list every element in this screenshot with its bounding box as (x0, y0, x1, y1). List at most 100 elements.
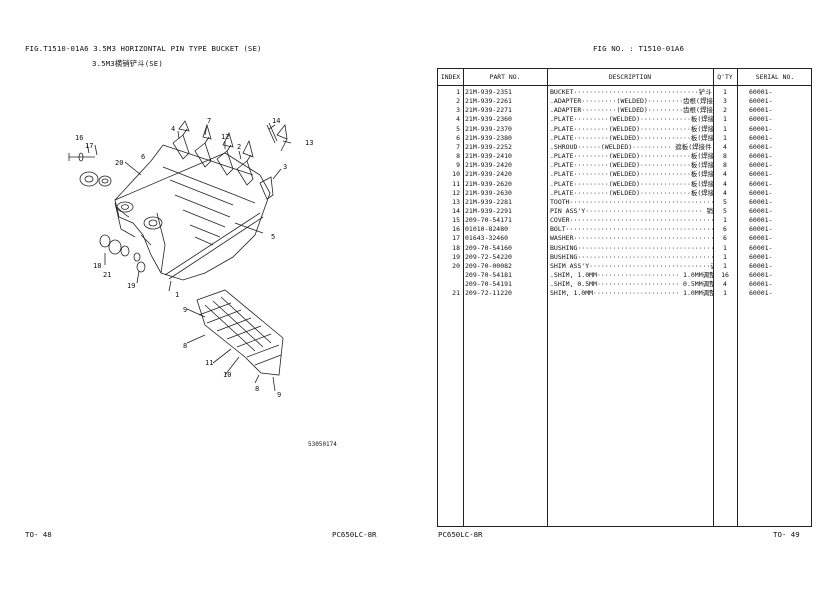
row-qty: 5 (723, 206, 727, 215)
table-row: 1 21M-939-2351 BUCKET·····················… (438, 88, 811, 97)
row-index: 17 (452, 234, 460, 243)
row-part-no: 01643-32460 (465, 234, 509, 243)
row-index: 18 (452, 243, 460, 252)
callout-16: 16 (75, 134, 83, 142)
row-serial: 60001- (749, 216, 773, 225)
row-description: .PLATE·········(WELDED)·············板(焊接… (550, 188, 713, 197)
row-serial: 60001- (749, 206, 773, 215)
callout-12: 12 (221, 133, 229, 141)
row-part-no: 21M-939-2420 (465, 161, 512, 170)
callout-8a: 8 (183, 342, 187, 350)
wear-plate-assembly (196, 289, 284, 376)
callout-6: 6 (141, 153, 145, 161)
row-index: 21 (452, 289, 460, 298)
row-part-no: 21M-939-2370 (465, 124, 512, 133)
row-description: .PLATE·········(WELDED)·············板(焊接… (550, 161, 713, 170)
header-serial: SERIAL NO. (755, 73, 795, 81)
row-description: BUSHING·································… (550, 243, 713, 252)
row-description: .PLATE·········(WELDED)·············板(焊接… (550, 152, 713, 161)
row-part-no: 21M-939-2291 (465, 206, 512, 215)
callout-13: 13 (305, 139, 313, 147)
row-description: TOOTH···································… (550, 197, 713, 206)
row-qty: 4 (723, 170, 727, 179)
callout-10: 10 (223, 371, 231, 379)
row-qty: 1 (723, 133, 727, 142)
row-part-no: 209-70-00082 (465, 261, 512, 270)
row-qty: 2 (723, 106, 727, 115)
row-serial: 60001- (749, 271, 773, 279)
row-index: 12 (452, 188, 460, 197)
row-description: .ADAPTER·········(WELDED)·········齿根(焊接件… (550, 97, 713, 106)
row-index: 6 (456, 133, 460, 142)
header-index: INDEX (440, 73, 461, 81)
row-index: 19 (452, 252, 460, 261)
row-description: .PLATE·········(WELDED)·············板(焊接… (550, 170, 713, 179)
row-part-no: 21M-939-2252 (465, 142, 512, 151)
row-serial: 60001- (749, 252, 773, 261)
row-description: .PLATE·········(WELDED)·············板(焊接… (550, 115, 713, 124)
row-index: 7 (456, 142, 460, 151)
row-part-no: 21M-939-2351 (465, 88, 512, 96)
row-qty: 1 (723, 243, 727, 252)
table-row: 9 21M-939-2420 .PLATE·········(WELDED)····… (438, 161, 811, 170)
callout-21: 21 (103, 271, 111, 279)
row-serial: 60001- (749, 124, 773, 133)
callout-17: 17 (85, 142, 93, 150)
row-description: COVER···································… (550, 216, 713, 225)
row-part-no: 01010-82480 (465, 225, 509, 234)
row-description: BOLT····································… (550, 225, 713, 234)
row-qty: 1 (723, 124, 727, 133)
row-qty: 6 (723, 234, 727, 243)
bucket-body (114, 152, 271, 281)
callout-9: 9 (183, 306, 187, 314)
table-row: 209-70-54191.SHIM, 0.5MM················… (438, 280, 811, 289)
row-description: .PLATE·········(WELDED)·············板(焊接… (550, 124, 713, 133)
row-serial: 60001- (749, 197, 773, 206)
row-qty: 1 (723, 261, 727, 270)
row-description: .SHIM, 1.0MM····················· 1.0MM调… (550, 271, 713, 279)
row-qty: 1 (723, 289, 727, 298)
row-serial: 60001- (749, 179, 773, 188)
row-serial: 60001- (749, 133, 773, 142)
table-row: 209-70-54181.SHIM, 1.0MM················… (438, 271, 811, 280)
row-serial: 60001- (749, 115, 773, 124)
model-name-left: PC650LC-8R (332, 530, 377, 539)
row-part-no: 209-72-11220 (465, 289, 512, 298)
callout-7: 7 (207, 117, 211, 125)
row-index: 9 (456, 161, 460, 170)
callout-3: 3 (283, 163, 287, 171)
row-index: 2 (456, 97, 460, 106)
row-serial: 60001- (749, 234, 773, 243)
row-qty: 1 (723, 88, 727, 96)
row-description: SHIM, 1.0MM······················ 1.0MM调… (550, 289, 713, 298)
fig-number: FIG NO. : T1510-01A6 (593, 44, 684, 53)
row-serial: 60001- (749, 142, 773, 151)
row-qty: 6 (723, 225, 727, 234)
row-qty: 1 (723, 216, 727, 225)
row-serial: 60001- (749, 280, 773, 289)
row-description: PIN ASS'Y······························ … (550, 206, 713, 215)
row-part-no: 21M-939-2360 (465, 115, 512, 124)
row-index: 16 (452, 225, 460, 234)
row-part-no: 21M-939-2281 (465, 197, 512, 206)
row-description: BUCKET································铲斗 (550, 88, 712, 96)
row-qty: 1 (723, 115, 727, 124)
row-description: .PLATE·········(WELDED)·············板(焊接… (550, 133, 713, 142)
row-part-no: 21M-939-2620 (465, 179, 512, 188)
row-qty: 4 (723, 280, 727, 289)
row-description: BUSHING·································… (550, 252, 713, 261)
row-serial: 60001- (749, 152, 773, 161)
table-row: 16 01010-82480 BOLT·······················… (438, 225, 811, 234)
row-part-no: 21M-939-2630 (465, 188, 512, 197)
